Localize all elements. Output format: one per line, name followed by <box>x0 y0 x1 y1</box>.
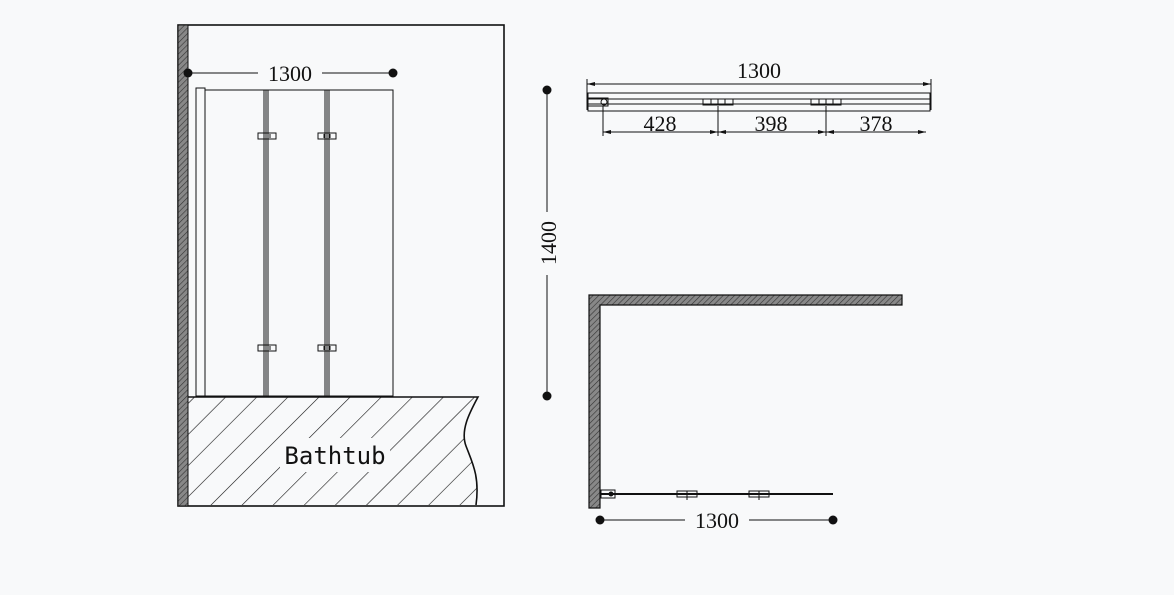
plan-wall-profile <box>600 489 616 499</box>
plan-width-label: 1300 <box>695 508 739 533</box>
elevation-width-dimension: 1300 <box>183 61 398 86</box>
top-total-label: 1300 <box>737 58 781 83</box>
top-panel-1-label: 428 <box>644 111 677 136</box>
plan-width-dimension: 1300 <box>595 508 838 533</box>
elevation-width-label: 1300 <box>268 61 312 86</box>
front-elevation: Bathtub 1300 <box>177 24 505 507</box>
panel-3 <box>326 89 394 397</box>
top-view: 1300 428 398 378 <box>586 58 932 136</box>
plan-view: 1300 <box>588 294 903 533</box>
top-profile-bar <box>587 92 931 112</box>
elevation-height-dimension: 1400 <box>536 85 561 401</box>
elevation-height-label: 1400 <box>536 221 561 265</box>
top-panel-3-label: 378 <box>860 111 893 136</box>
wall-profile <box>195 87 206 397</box>
hinges <box>257 132 337 352</box>
bathtub: Bathtub <box>188 396 480 506</box>
bathtub-label: Bathtub <box>284 442 385 470</box>
top-wall-profile <box>587 97 609 107</box>
plan-corner-wall <box>588 294 903 509</box>
shower-screen-panels <box>204 89 394 397</box>
bathtub-label-bg <box>280 438 390 472</box>
top-panel-2-label: 398 <box>755 111 788 136</box>
side-wall <box>177 24 189 507</box>
panel-1 <box>204 89 267 397</box>
